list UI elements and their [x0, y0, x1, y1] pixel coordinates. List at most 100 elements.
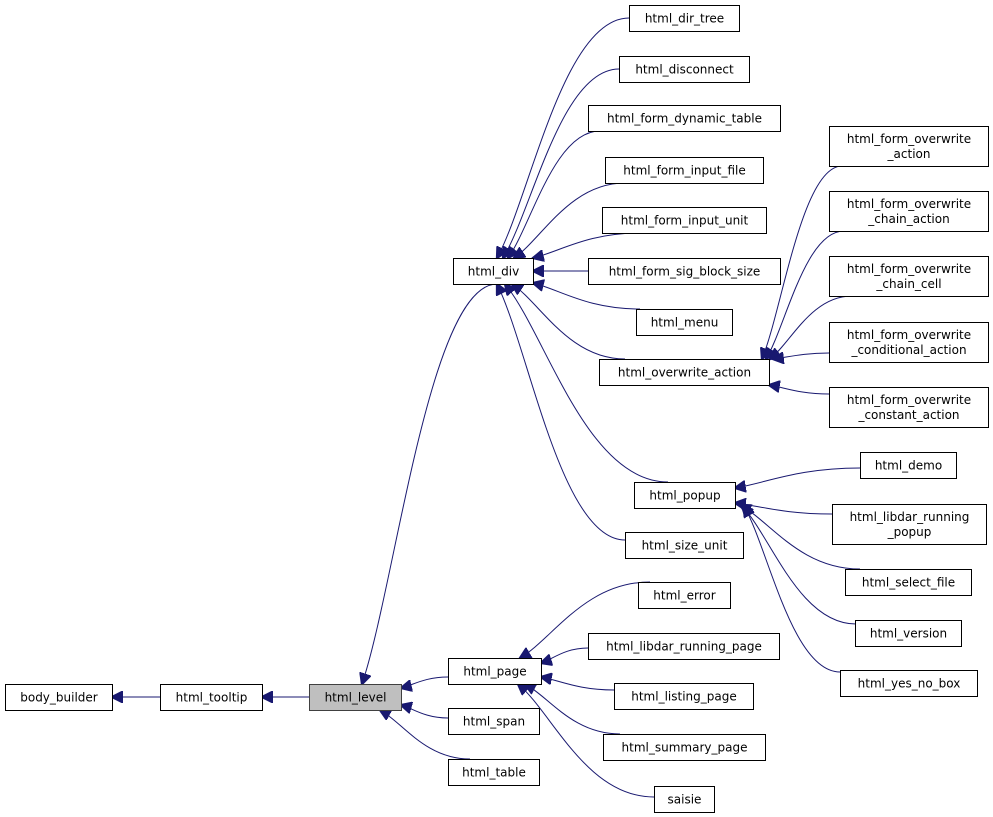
node-box: [448, 759, 540, 786]
node-label: html_form_input_unit: [621, 214, 749, 228]
class-node-html-libdar-running-popup[interactable]: html_libdar_running_popup: [832, 504, 987, 545]
class-node-html-size-unit[interactable]: html_size_unit: [625, 532, 744, 559]
class-node-html-yes-no-box[interactable]: html_yes_no_box: [840, 670, 978, 697]
class-node-html-div[interactable]: html_div: [453, 258, 534, 285]
class-node-html-form-input-unit[interactable]: html_form_input_unit: [602, 207, 767, 234]
inheritance-edge-html_demo-to-html_popup: [735, 467, 861, 488]
class-node-html-form-overwrite-conditional-action[interactable]: html_form_overwrite_conditional_action: [829, 322, 989, 363]
nodes-layer: body_builder html_tooltip html_level html_d…: [5, 5, 989, 813]
node-box: [629, 5, 740, 32]
class-node-html-table[interactable]: html_table: [448, 759, 540, 786]
node-label: html_dir_tree: [645, 12, 724, 26]
node-label: body_builder: [20, 691, 98, 705]
node-label: html_overwrite_action: [618, 366, 751, 380]
class-node-html-form-overwrite-chain-cell[interactable]: html_form_overwrite_chain_cell: [829, 256, 989, 297]
node-label: html_libdar_running: [850, 510, 970, 524]
class-node-html-listing-page[interactable]: html_listing_page: [614, 683, 754, 710]
edges-layer: [112, 17, 861, 798]
node-box: [832, 504, 987, 545]
inheritance-edge-html_page-to-html_level: [401, 676, 449, 688]
node-label: html_error: [653, 589, 715, 603]
inheritance-edge-html_form_overwrite_action-to-html_overwrite_action: [762, 165, 843, 359]
node-label: html_libdar_running_page: [606, 640, 762, 654]
node-label: _chain_cell: [875, 277, 941, 291]
inheritance-edge-html_listing_page-to-html_page: [541, 677, 615, 691]
node-box: [619, 56, 750, 83]
inheritance-edge-html_summary_page-to-html_page: [525, 684, 621, 735]
node-label: html_summary_page: [622, 741, 748, 755]
class-node-html-form-overwrite-chain-action[interactable]: html_form_overwrite_chain_action: [829, 191, 989, 232]
node-label: html_popup: [649, 489, 720, 503]
node-box: [636, 309, 733, 336]
node-box: [602, 207, 767, 234]
node-label: html_form_overwrite: [847, 393, 971, 407]
node-label: html_menu: [651, 316, 719, 330]
inheritance-edge-html_disconnect-to-html_div: [503, 68, 620, 258]
node-label: html_page: [463, 665, 526, 679]
inheritance-edge-html_dir_tree-to-html_div: [497, 17, 630, 258]
class-node-html-form-dynamic-table[interactable]: html_form_dynamic_table: [588, 105, 781, 132]
class-node-html-form-sig-block-size[interactable]: html_form_sig_block_size: [588, 258, 781, 285]
node-box: [855, 620, 962, 647]
node-box: [5, 684, 113, 711]
node-label: html_form_overwrite: [847, 197, 971, 211]
inheritance-edge-html_div-to-html_level: [362, 283, 498, 684]
class-node-html-overwrite-action[interactable]: html_overwrite_action: [599, 359, 770, 386]
class-node-html-version[interactable]: html_version: [855, 620, 962, 647]
node-box: [605, 157, 764, 184]
inheritance-edge-html_menu-to-html_div: [533, 283, 641, 310]
node-box: [614, 683, 754, 710]
class-node-html-dir-tree[interactable]: html_dir_tree: [629, 5, 740, 32]
node-box: [588, 633, 780, 660]
class-node-saisie[interactable]: saisie: [654, 786, 715, 813]
class-node-body-builder[interactable]: body_builder: [5, 684, 113, 711]
class-node-html-select-file[interactable]: html_select_file: [845, 569, 972, 596]
class-node-html-span[interactable]: html_span: [448, 708, 540, 735]
node-label: html_level: [325, 691, 387, 705]
inheritance-edge-html_libdar_running_popup-to-html_popup: [735, 503, 833, 515]
node-label: html_form_overwrite: [847, 262, 971, 276]
node-box: [840, 670, 978, 697]
inheritance-edge-html_yes_no_box-to-html_popup: [744, 506, 841, 673]
inheritance-edge-html_popup-to-html_div: [505, 284, 669, 483]
class-node-html-menu[interactable]: html_menu: [636, 309, 733, 336]
node-label: html_select_file: [862, 576, 955, 590]
node-box: [453, 258, 534, 285]
node-box: [309, 684, 402, 711]
node-box: [829, 387, 989, 428]
class-node-html-demo[interactable]: html_demo: [860, 452, 957, 479]
node-label: saisie: [668, 793, 702, 807]
inheritance-edge-html_form_overwrite_chain_action-to-html_overwrite_action: [766, 230, 845, 359]
node-label: html_demo: [875, 459, 942, 473]
class-node-html-form-overwrite-constant-action[interactable]: html_form_overwrite_constant_action: [829, 387, 989, 428]
node-box: [625, 532, 744, 559]
node-box: [638, 582, 731, 609]
node-label: _action: [887, 147, 931, 161]
class-node-html-error[interactable]: html_error: [638, 582, 731, 609]
inheritance-edge-html_error-to-html_page: [520, 581, 651, 658]
node-label: _chain_action: [867, 212, 949, 226]
node-label: html_form_input_file: [623, 164, 745, 178]
class-node-html-popup[interactable]: html_popup: [634, 482, 736, 509]
inheritance-edge-html_size_unit-to-html_div: [497, 284, 626, 541]
class-node-html-form-overwrite-action[interactable]: html_form_overwrite_action: [829, 126, 989, 167]
node-label: html_div: [468, 265, 519, 279]
inheritance-edge-html_form_dynamic_table-to-html_div: [508, 130, 601, 258]
class-node-html-form-input-file[interactable]: html_form_input_file: [605, 157, 764, 184]
inheritance-edge-html_span-to-html_level: [401, 705, 449, 719]
node-label: html_span: [463, 715, 525, 729]
node-label: _conditional_action: [850, 343, 966, 357]
node-label: _constant_action: [857, 408, 959, 422]
node-label: _popup: [887, 525, 932, 539]
inheritance-edge-html_table-to-html_level: [380, 710, 471, 760]
node-box: [603, 734, 766, 761]
class-node-html-tooltip[interactable]: html_tooltip: [160, 684, 263, 711]
class-node-html-disconnect[interactable]: html_disconnect: [619, 56, 750, 83]
node-box: [829, 322, 989, 363]
class-node-html-summary-page[interactable]: html_summary_page: [603, 734, 766, 761]
class-node-html-page[interactable]: html_page: [448, 658, 542, 685]
class-node-html-level: html_level: [309, 684, 402, 711]
class-node-html-libdar-running-page[interactable]: html_libdar_running_page: [588, 633, 780, 660]
node-label: html_tooltip: [176, 691, 248, 705]
